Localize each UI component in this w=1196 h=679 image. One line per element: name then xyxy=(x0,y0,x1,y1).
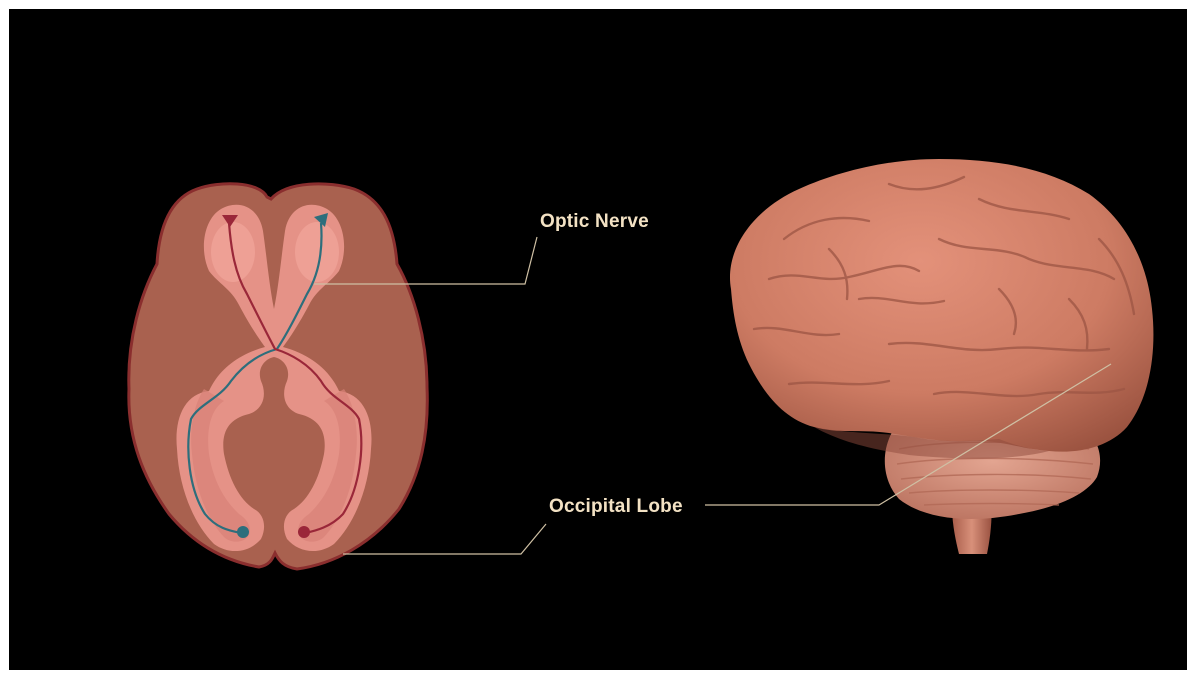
diagram-svg xyxy=(9,9,1187,670)
brain-outline xyxy=(129,184,427,569)
brain-schematic xyxy=(129,184,427,569)
cerebrum xyxy=(730,159,1153,452)
occipital-lobe-label: Occipital Lobe xyxy=(549,496,683,518)
optic-nerve-label: Optic Nerve xyxy=(540,211,649,233)
blue-end-dot xyxy=(237,526,249,538)
red-end-dot xyxy=(298,526,310,538)
brain-3d-render xyxy=(730,159,1153,554)
diagram-canvas: Optic Nerve Occipital Lobe xyxy=(9,9,1187,670)
